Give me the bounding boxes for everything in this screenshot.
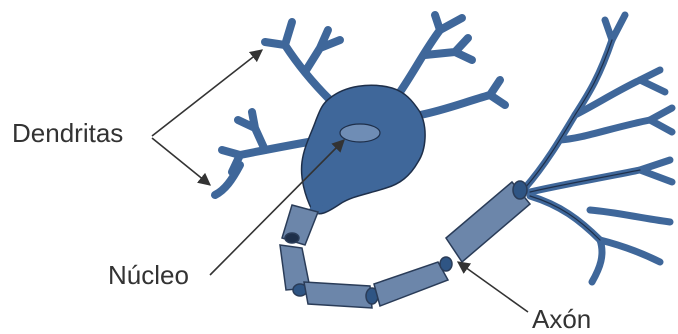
- label-axon: Axón: [532, 306, 591, 332]
- cell-body: [302, 85, 426, 214]
- myelin-sheath-segment: [304, 282, 372, 308]
- node-of-ranvier: [440, 257, 452, 271]
- label-dendrites: Dendritas: [12, 120, 123, 146]
- myelin-sheath-segment: [374, 262, 448, 306]
- node-of-ranvier: [513, 181, 527, 199]
- axon-pointer: [458, 262, 528, 312]
- nucleus: [340, 124, 380, 142]
- node-of-ranvier: [285, 233, 299, 243]
- axon-terminal-branches: [525, 15, 672, 282]
- label-nucleus: Núcleo: [108, 262, 189, 288]
- dendrites-pointer-lower: [152, 138, 210, 185]
